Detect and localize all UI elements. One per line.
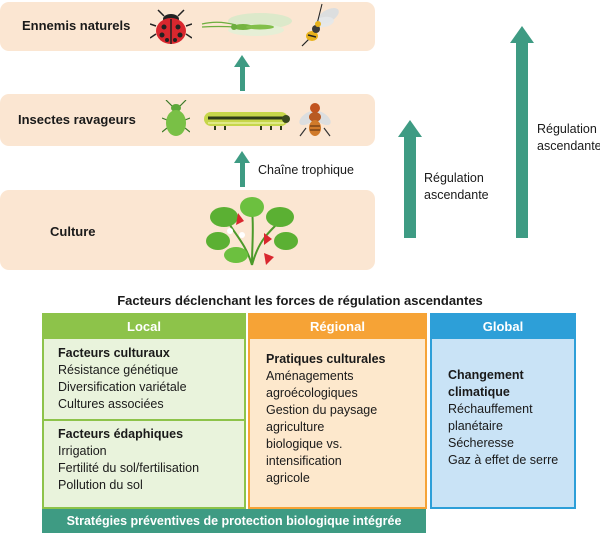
factors-title: Facteurs déclenchant les forces de régul… — [117, 293, 483, 308]
global-title-line2: climatique — [448, 385, 510, 399]
regulation-label-1-line1: Régulation — [424, 171, 484, 185]
regional-item: biologique vs. — [266, 437, 343, 451]
regulation-label-2-line2: ascendante — [537, 139, 600, 153]
panel-global: Global Changement climatique Réchauffeme… — [430, 313, 576, 509]
regional-item: agroécologiques — [266, 386, 358, 400]
global-item: planétaire — [448, 419, 503, 433]
regional-item: Aménagements — [266, 369, 354, 383]
local-sec2-item: Irrigation — [58, 444, 107, 458]
regulation-arrow-1-head — [398, 120, 422, 137]
aphid-icon — [162, 100, 190, 136]
ladybug-icon — [150, 9, 192, 44]
local-sec1-title: Facteurs culturaux — [58, 346, 170, 360]
global-item: Sécheresse — [448, 436, 515, 450]
tier-crop: Culture — [0, 190, 375, 270]
panel-regional-body: Pratiques culturales Aménagements agroéc… — [250, 339, 425, 493]
caterpillar-icon — [204, 112, 290, 130]
regulation-label-1-line2: ascendante — [424, 188, 489, 202]
local-sec2-title: Facteurs édaphiques — [58, 427, 184, 441]
regional-item: agriculture — [266, 420, 325, 434]
panel-local-body: Facteurs culturaux Résistance génétique … — [44, 339, 244, 500]
regulation-arrow-2-head — [510, 26, 534, 43]
panel-regional: Régional Pratiques culturales Aménagemen… — [248, 313, 427, 509]
fly-icon — [299, 103, 331, 137]
trophic-arrow-upper-head — [234, 55, 250, 67]
local-sec1-item: Résistance génétique — [58, 363, 179, 377]
strawberry-plant-icon — [206, 197, 298, 266]
lacewing-icon — [201, 13, 292, 36]
panel-global-body: Changement climatique Réchauffement plan… — [432, 339, 574, 475]
local-sec2-item: Pollution du sol — [58, 478, 143, 492]
panel-local-header: Local — [44, 315, 244, 339]
local-sec1-item: Diversification variétale — [58, 380, 187, 394]
global-item: Réchauffement — [448, 402, 533, 416]
regulation-label-2-line1: Régulation — [537, 122, 597, 136]
global-title-line1: Changement — [448, 368, 524, 382]
regional-title: Pratiques culturales — [266, 352, 386, 366]
regional-item: Gestion du paysage — [266, 403, 378, 417]
regional-item: intensification — [266, 454, 342, 468]
trophic-chain-label: Chaîne trophique — [258, 163, 354, 177]
panel-global-header: Global — [432, 315, 574, 339]
local-sec1-item: Cultures associées — [58, 397, 164, 411]
regional-item: agricole — [266, 471, 310, 485]
trophic-arrow-upper — [240, 66, 245, 91]
panel-local: Local Facteurs culturaux Résistance géné… — [42, 313, 246, 509]
regulation-label-2: Régulation ascendante — [537, 121, 600, 155]
trophic-arrow-lower-head — [234, 151, 250, 163]
panel-regional-header: Régional — [250, 315, 425, 339]
wasp-icon — [301, 3, 339, 47]
regulation-arrow-1 — [404, 136, 416, 238]
regulation-label-1: Régulation ascendante — [424, 170, 489, 204]
local-sec2-item: Fertilité du sol/fertilisation — [58, 461, 200, 475]
footer-strategies-bar: Stratégies préventives de protection bio… — [42, 509, 426, 533]
local-divider — [44, 419, 244, 421]
tier-label-natural-enemies: Ennemis naturels — [22, 18, 131, 33]
tier-natural-enemies: Ennemis naturels — [0, 2, 375, 51]
global-item: Gaz à effet de serre — [448, 453, 559, 467]
tier-label-pest-insects: Insectes ravageurs — [18, 112, 136, 127]
tier-label-crop: Culture — [50, 224, 96, 239]
regulation-arrow-2 — [516, 42, 528, 238]
trophic-arrow-lower — [240, 162, 245, 187]
